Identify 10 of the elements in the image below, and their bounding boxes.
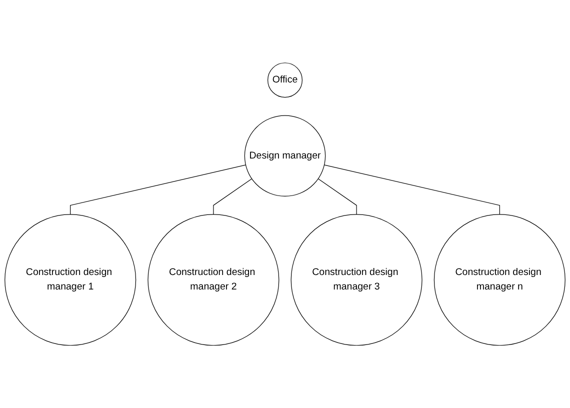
node-circle: Construction design manager 1: [4, 214, 136, 346]
connector: [70, 164, 246, 215]
node-circle: Construction design manager 3: [290, 214, 422, 346]
connector: [324, 164, 500, 215]
node-circle: Construction design manager n: [434, 214, 566, 346]
node-circle: Design manager: [244, 115, 326, 196]
connector: [318, 178, 357, 215]
node-circle: Office: [268, 62, 302, 98]
connector: [213, 178, 252, 215]
node-circle: Construction design manager 2: [148, 214, 280, 346]
